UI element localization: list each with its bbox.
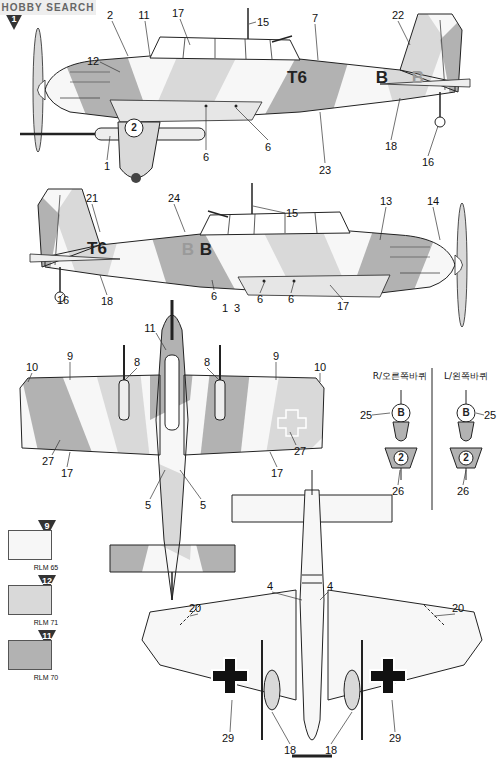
wheel-side-label: R/오른쪽바퀴: [373, 372, 427, 381]
color-swatch: [8, 585, 52, 615]
callout-number: 18: [284, 745, 296, 756]
callout-number: 6: [265, 142, 271, 153]
callout-number: 12: [87, 56, 99, 67]
callout-number: 10: [314, 362, 326, 373]
callout-number: 5: [200, 500, 206, 511]
callout-number: 10: [26, 362, 38, 373]
callout-number: 9: [273, 351, 279, 362]
marking-text: B: [376, 69, 388, 86]
callout-number: 8: [134, 357, 140, 368]
callout-number: 25: [360, 410, 372, 421]
triangle-number: 1: [11, 15, 16, 24]
callout-number: 4: [327, 581, 333, 592]
callout-number: 18: [325, 745, 337, 756]
callout-number: 17: [337, 301, 349, 312]
wheel-marking: B: [462, 408, 469, 418]
callout-number: 7: [312, 13, 318, 24]
marking-text: B: [182, 241, 194, 258]
callout-number: 18: [101, 296, 113, 307]
callout-number: 29: [389, 733, 401, 744]
callout-number: 2: [107, 10, 113, 21]
callout-number: 6: [203, 152, 209, 163]
wheel-marking: B: [397, 408, 404, 418]
callout-number: 5: [145, 500, 151, 511]
callout-number: 6: [257, 294, 263, 305]
callout-number: 13: [380, 196, 392, 207]
callout-number: 15: [286, 208, 298, 219]
watermark: HOBBY SEARCH: [2, 3, 95, 13]
callout-number: 9: [67, 351, 73, 362]
marking-text: T6: [87, 240, 107, 257]
wheel-side-label: L/왼쪽바퀴: [444, 372, 488, 381]
callout-number: 21: [86, 193, 98, 204]
legend-text: RLM 71: [34, 619, 59, 626]
color-swatch: [8, 530, 52, 560]
callout-number: 14: [427, 196, 439, 207]
callout-number: 11: [144, 323, 155, 334]
marking-text: B: [200, 241, 212, 258]
callout-number: 3: [234, 303, 240, 314]
callout-number: 11: [138, 10, 149, 21]
callout-number: 4: [267, 581, 273, 592]
callout-number: 18: [385, 141, 397, 152]
callout-number: 1: [222, 303, 228, 314]
color-swatch: [8, 640, 52, 670]
wheel-marking: 2: [398, 453, 404, 463]
legend-text: RLM 70: [34, 674, 59, 681]
callout-number: 16: [422, 157, 434, 168]
callout-number: 6: [288, 294, 294, 305]
callout-number: 22: [392, 10, 404, 21]
marking-text: B: [412, 69, 424, 86]
callout-number: 17: [172, 8, 184, 19]
marking-text: T6: [287, 69, 307, 86]
callout-number: 26: [392, 486, 404, 497]
wheel-marking: 2: [131, 123, 137, 133]
wheel-marking: 2: [463, 453, 469, 463]
callout-number: 25: [484, 410, 496, 421]
callout-number: 15: [257, 17, 269, 28]
callout-number: 27: [294, 446, 306, 457]
callout-number: 20: [452, 603, 464, 614]
callout-number: 16: [57, 295, 69, 306]
callout-number: 29: [222, 733, 234, 744]
callout-number: 17: [61, 468, 73, 479]
callout-number: 27: [42, 456, 54, 467]
callout-number: 26: [457, 486, 469, 497]
callout-number: 24: [168, 193, 180, 204]
callout-number: 17: [271, 468, 283, 479]
callout-number: 20: [189, 603, 201, 614]
legend-text: RLM 65: [34, 564, 59, 571]
callout-number: 6: [211, 291, 217, 302]
callout-number: 23: [319, 165, 331, 176]
callout-number: 8: [204, 357, 210, 368]
callout-number: 1: [104, 161, 110, 172]
